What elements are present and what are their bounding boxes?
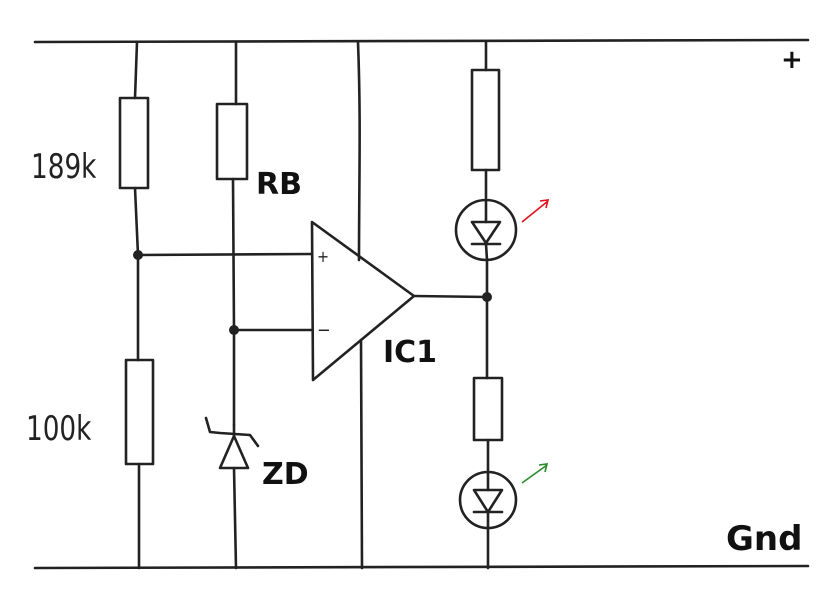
label-ic1: IC1 (383, 335, 437, 370)
reference-branch (204, 40, 260, 570)
label-100k: 100k (26, 410, 92, 449)
resistor-189k (118, 96, 150, 190)
led-top (454, 198, 518, 262)
opamp-ic1 (310, 40, 490, 570)
rail-plus-label: + (781, 45, 803, 75)
wire-noninverting (136, 252, 314, 257)
opamp-plus-pin-label: + (317, 247, 329, 266)
resistor-led-top (470, 68, 501, 172)
zener-diode (204, 416, 260, 570)
resistor-led-bottom (472, 376, 504, 442)
positive-rail (33, 38, 810, 44)
label-189k: 189k (31, 148, 97, 187)
resistor-rb (215, 102, 249, 181)
resistor-100k (124, 358, 155, 466)
ground-rail (33, 564, 810, 570)
rail-gnd-label: Gnd (726, 519, 802, 559)
led-bottom-light-arrow (521, 463, 549, 484)
opamp-minus-pin-label: − (317, 320, 331, 341)
led-bottom (458, 470, 518, 530)
voltage-divider (118, 40, 155, 570)
junction-output (482, 292, 492, 302)
label-rb: RB (256, 167, 302, 202)
label-zd: ZD (262, 457, 309, 492)
output-branch (454, 40, 518, 570)
led-top-light-arrow (521, 199, 550, 223)
